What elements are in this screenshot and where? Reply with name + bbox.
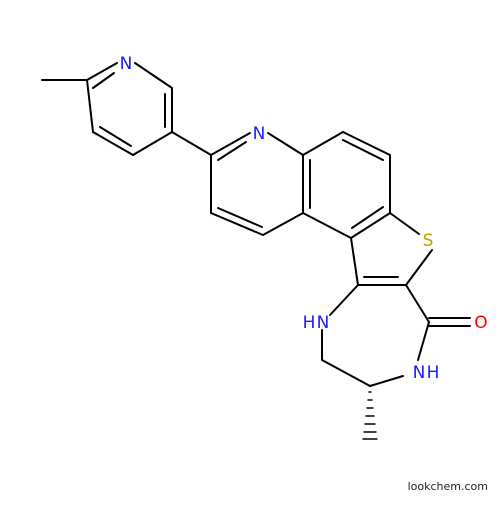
bond: [405, 284, 430, 323]
atom-label: S: [423, 231, 434, 251]
bond: [302, 212, 352, 239]
bond: [267, 132, 304, 156]
atom-label: N: [253, 124, 266, 144]
bond: [350, 237, 359, 286]
bond: [132, 131, 173, 156]
bond: [350, 212, 391, 239]
atom-label: N: [413, 363, 426, 383]
bond: [351, 206, 384, 229]
bond: [99, 126, 132, 147]
watermark-text: lookchem.com: [408, 480, 488, 493]
methylpyridine-ring: [41, 62, 173, 156]
bond: [321, 359, 371, 387]
bond: [369, 375, 404, 387]
bond: [86, 79, 94, 133]
bond: [405, 249, 433, 286]
bond: [389, 212, 420, 235]
hashed-wedge-bond: [362, 391, 378, 440]
atom-label: H: [427, 363, 440, 383]
atom-label: H: [303, 313, 316, 333]
bond: [210, 132, 251, 156]
benzene-ring: [302, 131, 391, 239]
bond: [171, 131, 212, 156]
atom-label: N: [120, 54, 133, 74]
diazepinone-ring: [321, 284, 471, 387]
bond: [86, 62, 118, 81]
bond: [92, 72, 115, 89]
bond: [217, 141, 247, 161]
quinoline-pyridine-ring: [210, 132, 304, 236]
bond: [342, 131, 391, 156]
bond: [210, 212, 264, 236]
bond: [217, 207, 263, 228]
thiophene-ring: [350, 212, 433, 286]
bond: [92, 131, 134, 156]
bond: [417, 321, 430, 361]
bond: [134, 62, 173, 89]
atom-label: N: [317, 313, 330, 333]
bond: [329, 284, 359, 316]
atom-label: O: [474, 313, 487, 333]
bond: [342, 139, 384, 161]
bond: [302, 131, 344, 156]
bond: [262, 212, 304, 236]
